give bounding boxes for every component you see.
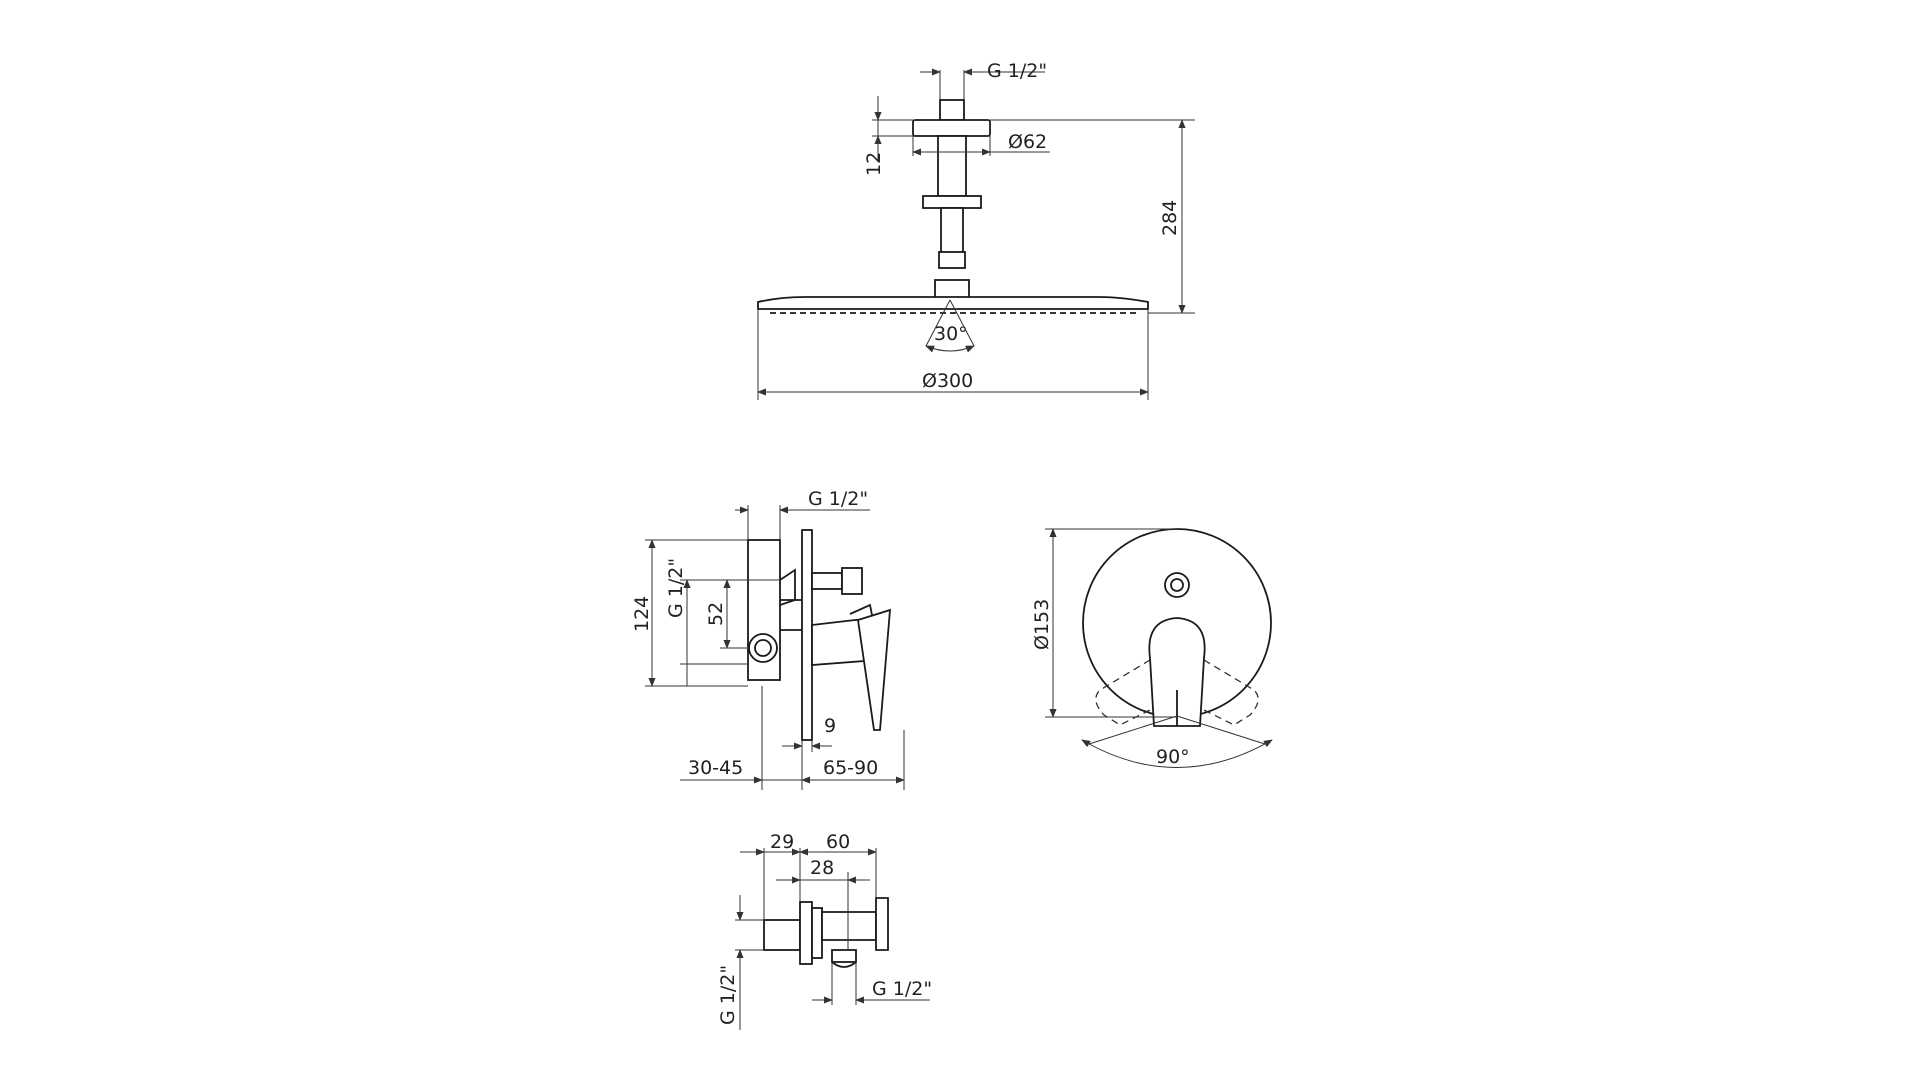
outlet-dim-c-label: 28: [810, 857, 834, 879]
outlet-dim-a-label: 29: [770, 831, 794, 853]
mixer-side-view: G 1/2" 124 G 1/2" 52 9 30-45 65-90: [631, 488, 905, 790]
shower-head-view: G 1/2" Ø62 12 284 30° Ø300: [757, 60, 1195, 400]
mixer-height-label: 124: [631, 596, 653, 632]
wall-depth-label: 30-45: [688, 757, 743, 779]
mixer-side-thread-label: G 1/2": [665, 558, 687, 618]
total-height-label: 284: [1159, 200, 1181, 236]
outlet-dim-b-label: 60: [826, 831, 850, 853]
outlet-bottom-thread-label: G 1/2": [872, 978, 932, 1000]
flange-diameter-label: Ø62: [1008, 131, 1047, 153]
spray-angle-label: 30°: [934, 323, 968, 345]
projection-label: 65-90: [823, 757, 878, 779]
rotation-angle-label: 90°: [1156, 746, 1190, 768]
flange-height-label: 12: [863, 152, 885, 176]
mixer-top-thread-label: G 1/2": [808, 488, 868, 510]
plate-diameter-label: Ø153: [1031, 599, 1053, 650]
head-diameter-label: Ø300: [922, 370, 973, 392]
axis-distance-label: 52: [705, 602, 727, 626]
outlet-vertical-thread-label: G 1/2": [717, 965, 739, 1025]
wall-outlet-view: 29 60 28 G 1/2" G 1/2": [717, 831, 932, 1030]
mixer-front-view: Ø153 90°: [1031, 528, 1273, 768]
head-thread-label: G 1/2": [987, 60, 1047, 82]
plate-thickness-label: 9: [824, 715, 836, 737]
